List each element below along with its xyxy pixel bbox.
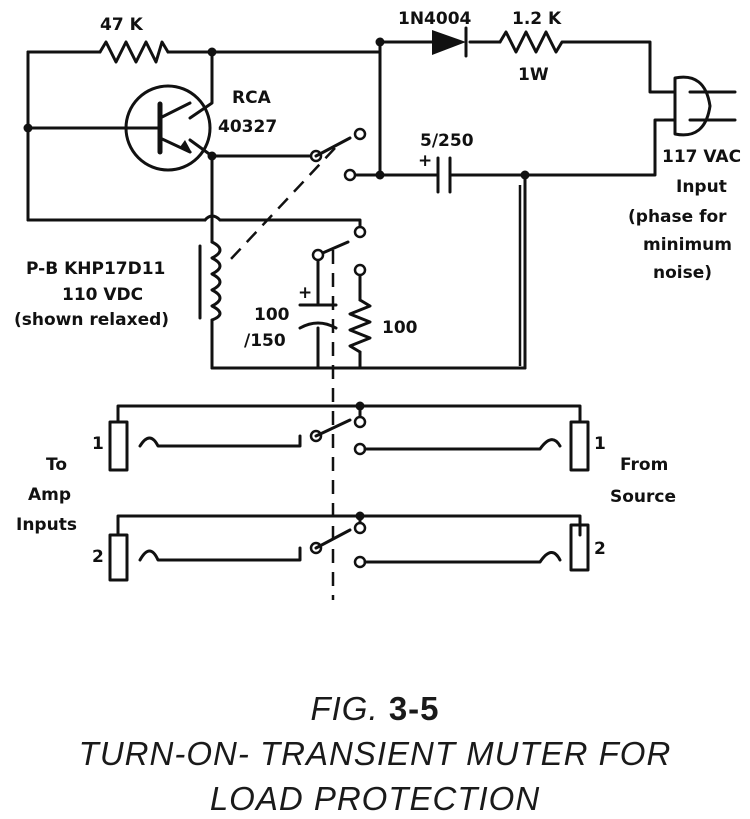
label-ch2-right: 2	[594, 539, 606, 559]
label-1n4004: 1N4004	[398, 9, 472, 29]
relay-linkage-upper	[229, 147, 336, 261]
figure-number: FIG. 3-5	[0, 690, 750, 728]
label-from: From	[620, 455, 668, 475]
label-r100: 100	[382, 318, 418, 338]
label-117vac: 117 VAC	[662, 147, 741, 167]
label-source: Source	[610, 487, 676, 507]
label-ch2-left: 2	[92, 547, 104, 567]
label-1w: 1W	[518, 65, 549, 85]
label-100: 100	[254, 305, 290, 325]
figure-id: 3-5	[388, 690, 440, 727]
junction-dots	[23, 37, 530, 180]
label-ch1-right: 1	[594, 434, 606, 454]
relay-contact-middle	[311, 225, 367, 277]
label-47k: 47 K	[100, 15, 144, 35]
label-cap-plus-mid: +	[298, 283, 312, 303]
relay-contact-top	[309, 127, 367, 182]
audio-channel-1	[108, 401, 590, 472]
resistor-100	[348, 298, 372, 354]
figure-title-line2: LOAD PROTECTION	[209, 780, 541, 817]
label-inputs: Inputs	[16, 515, 77, 535]
label-phase-for: (phase for	[628, 207, 727, 227]
label-to: To	[46, 455, 67, 475]
label-input: Input	[676, 177, 727, 197]
resistor-1-2k	[498, 30, 567, 54]
resistor-47k	[98, 40, 170, 64]
figure-prefix: FIG.	[310, 690, 379, 727]
relay-coil	[198, 240, 222, 322]
capacitor-100-150	[298, 303, 338, 330]
figure-title-line1: TURN-ON- TRANSIENT MUTER FOR	[78, 735, 672, 772]
label-amp: Amp	[28, 485, 71, 505]
label-40327: 40327	[218, 117, 277, 137]
transistor-rca-40327	[124, 84, 212, 172]
label-relay-part: P-B KHP17D11	[26, 259, 165, 279]
capacitor-5-250	[403, 156, 460, 194]
label-cap-plus-top: +	[418, 151, 432, 171]
audio-channel-2	[108, 511, 590, 582]
supply-wiring	[26, 40, 677, 370]
label-rca: RCA	[232, 88, 272, 108]
ac-input-plug	[673, 75, 737, 137]
diode-1n4004	[422, 26, 468, 58]
label-110vdc: 110 VDC	[62, 285, 143, 305]
label-noise: noise)	[653, 263, 712, 283]
label-shown-relaxed: (shown relaxed)	[14, 310, 169, 330]
label-5-250: 5/250	[420, 131, 474, 151]
label-1-2k: 1.2 K	[512, 9, 562, 29]
label-minimum: minimum	[643, 235, 732, 255]
label-150: /150	[244, 331, 286, 351]
label-ch1-left: 1	[92, 434, 104, 454]
